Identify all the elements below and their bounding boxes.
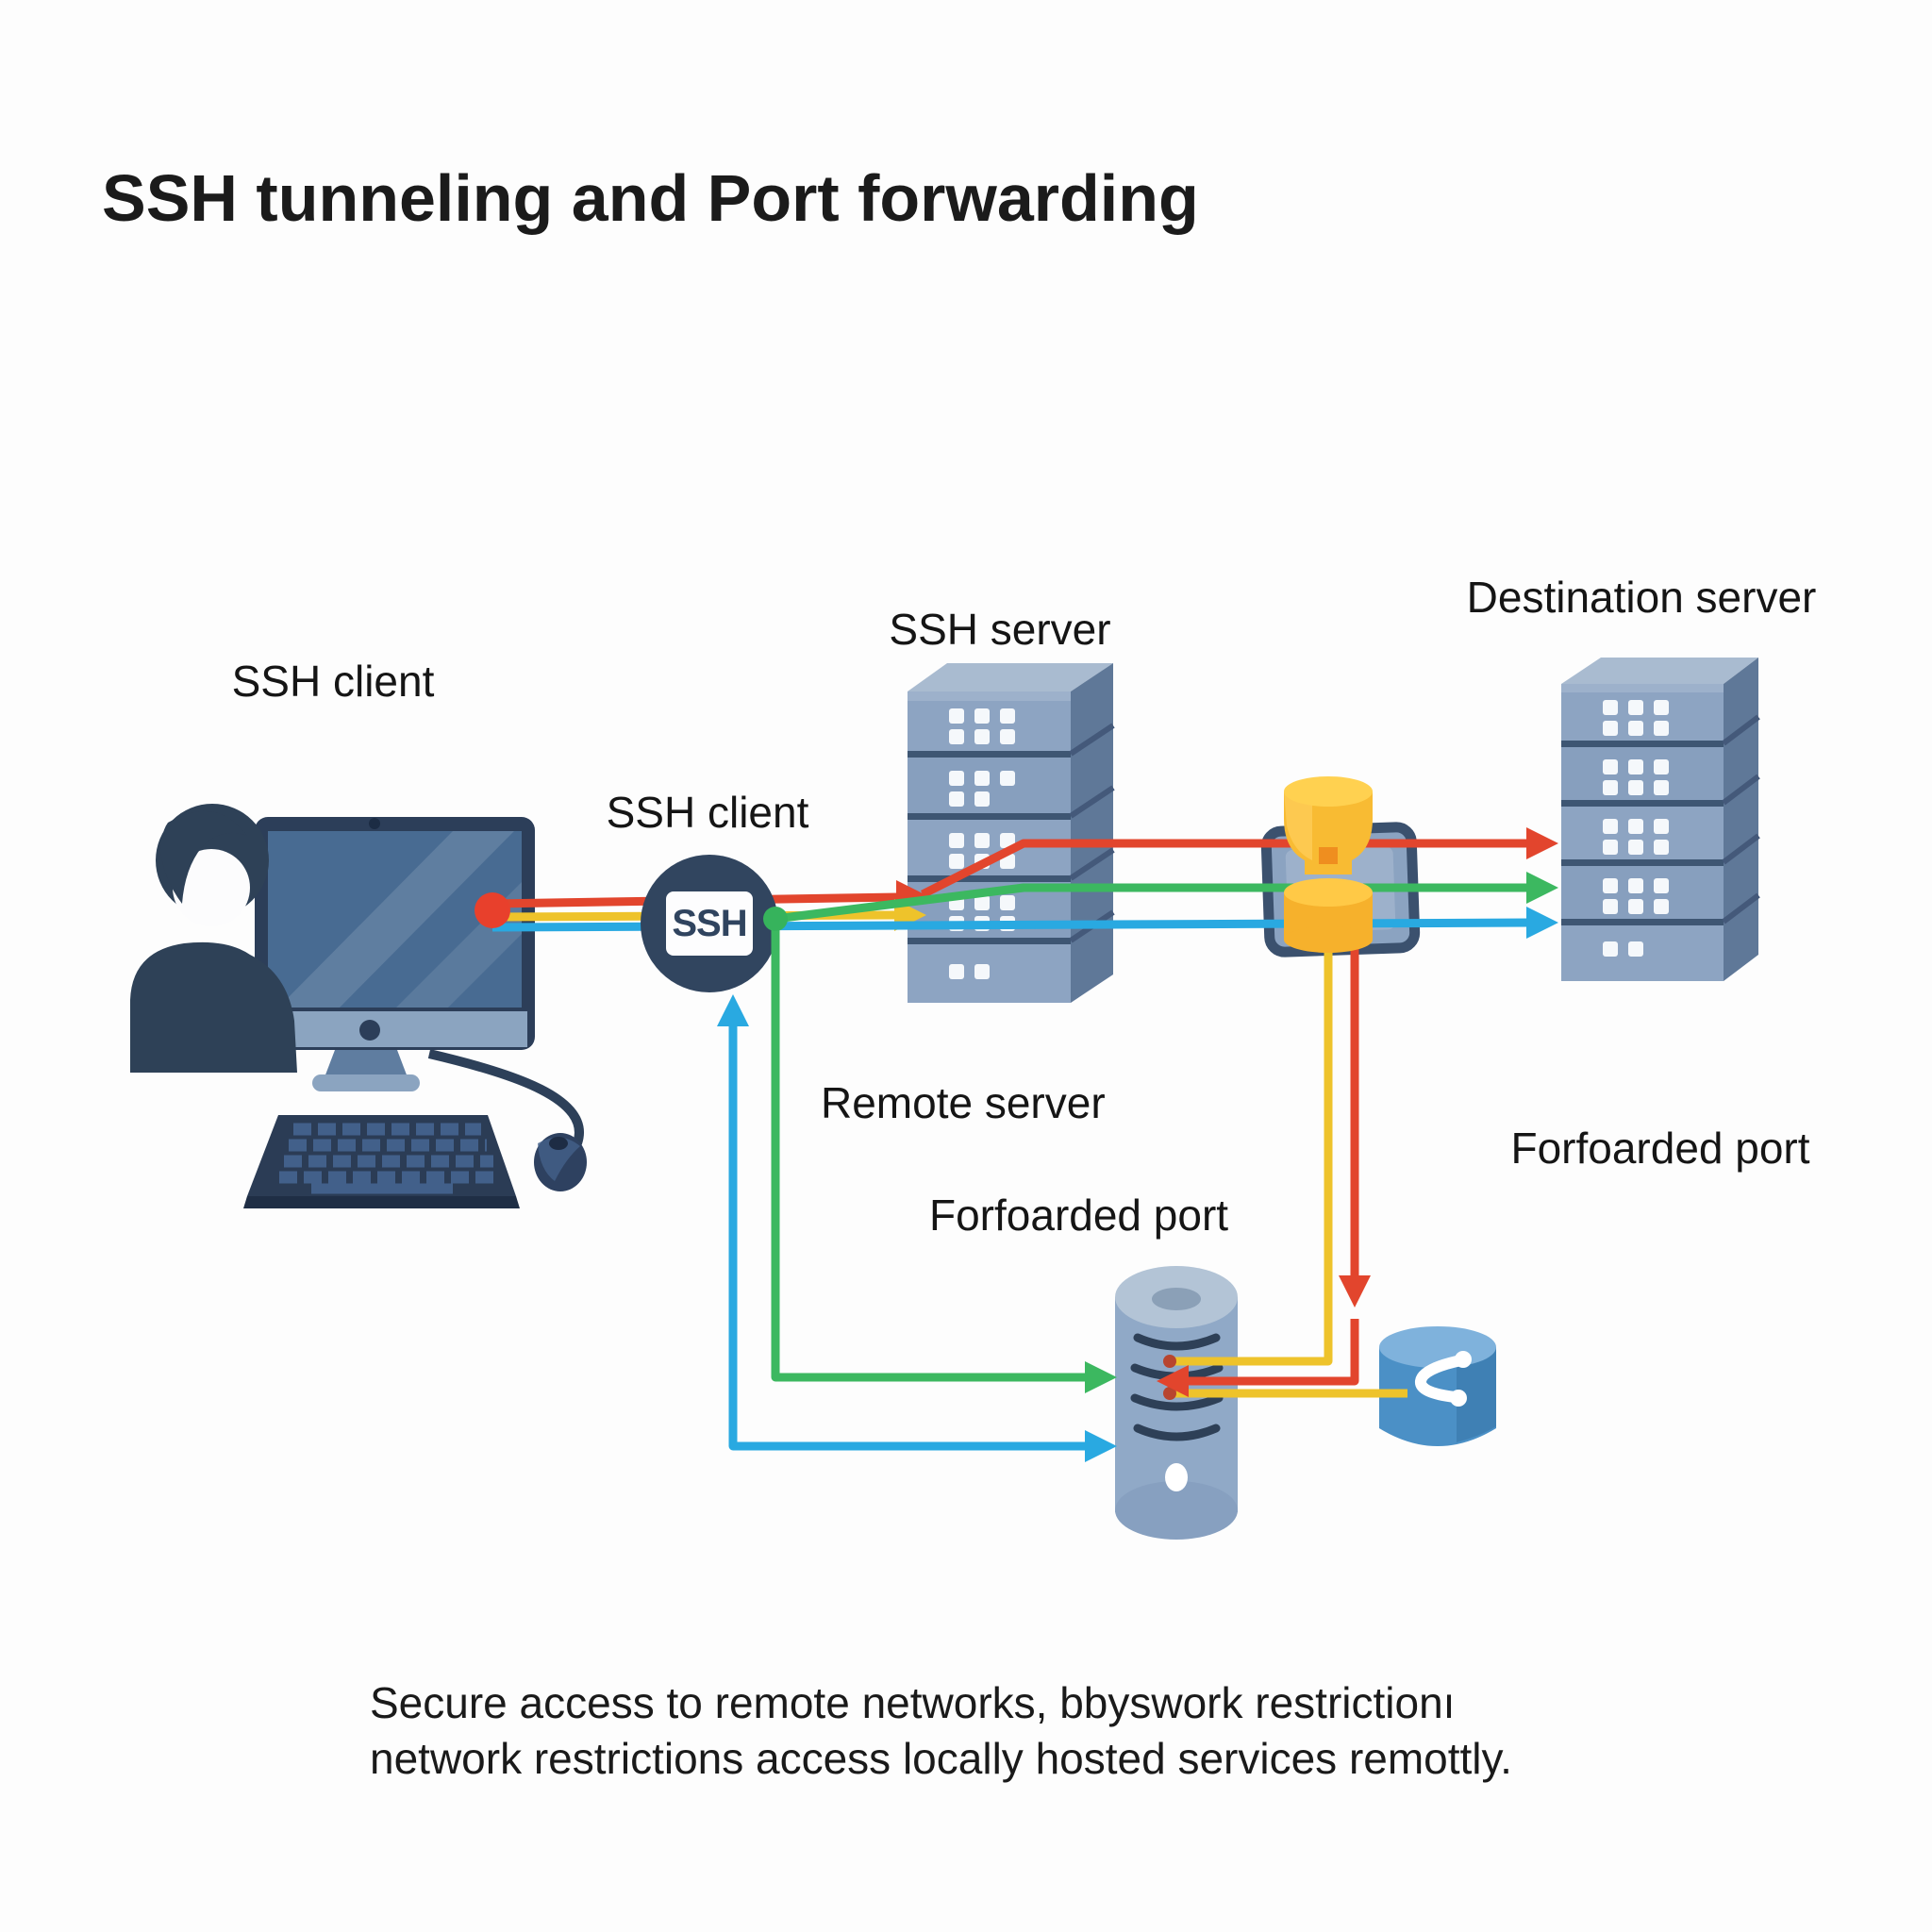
desktop-computer-icon (243, 817, 587, 1208)
green-line-to-pipe (771, 919, 1089, 1382)
red-down-arrowhead (1339, 1275, 1371, 1307)
green-endpoint-dot (763, 907, 788, 931)
green-arrowhead (1526, 872, 1558, 904)
label-ssh-server: SSH server (889, 605, 1111, 654)
label-forwarded-port-right: Forfoarded port (1510, 1124, 1810, 1173)
green-arrowhead (1085, 1361, 1117, 1393)
label-remote-server: Remote server (821, 1078, 1106, 1127)
label-ssh-client-circle: SSH client (606, 788, 809, 837)
firewall-hourglass-icon (1284, 776, 1373, 953)
pipe-cylinder-icon (1115, 1266, 1238, 1540)
red-drop-line-lower (1185, 1319, 1359, 1386)
ssh-circle-icon (641, 855, 778, 992)
cylinder-ribs (1130, 1333, 1224, 1441)
yellow-drop-line (1170, 949, 1333, 1366)
caption-line-1: Secure access to remote networks, bbyswo… (370, 1678, 1456, 1727)
mouse-icon (534, 1133, 587, 1191)
mouse-cable (427, 1049, 584, 1145)
label-ssh-client-computer: SSH client (231, 657, 435, 706)
monitor-stand (325, 1050, 408, 1077)
blue-line-to-pipe (728, 1015, 1089, 1451)
blue-arrowhead (1085, 1430, 1117, 1462)
ssh-badge-label: SSH (672, 903, 747, 944)
caption-line-2: network restrictions access locally host… (370, 1734, 1512, 1783)
page-title: SSH tunneling and Port forwarding (102, 161, 1199, 235)
label-destination-server: Destination server (1466, 573, 1817, 622)
caption-text: Secure access to remote networks, bbyswo… (370, 1675, 1512, 1787)
person-icon (130, 804, 297, 1073)
blue-arrowhead (1526, 907, 1558, 939)
ssh-server-tower-icon (908, 663, 1115, 1003)
destination-server-tower-icon (1561, 658, 1760, 981)
keyboard-icon (243, 1115, 520, 1208)
red-left-arrowhead (1157, 1365, 1189, 1397)
blue-up-arrowhead (717, 994, 749, 1026)
server-led-dots (1603, 700, 1669, 957)
label-forwarded-port-middle: Forfoarded port (929, 1191, 1229, 1240)
branch-cylinder-icon (1379, 1326, 1496, 1446)
branch-icon (1415, 1351, 1472, 1407)
red-arrowhead (1526, 827, 1558, 859)
red-endpoint-dot (475, 892, 510, 928)
